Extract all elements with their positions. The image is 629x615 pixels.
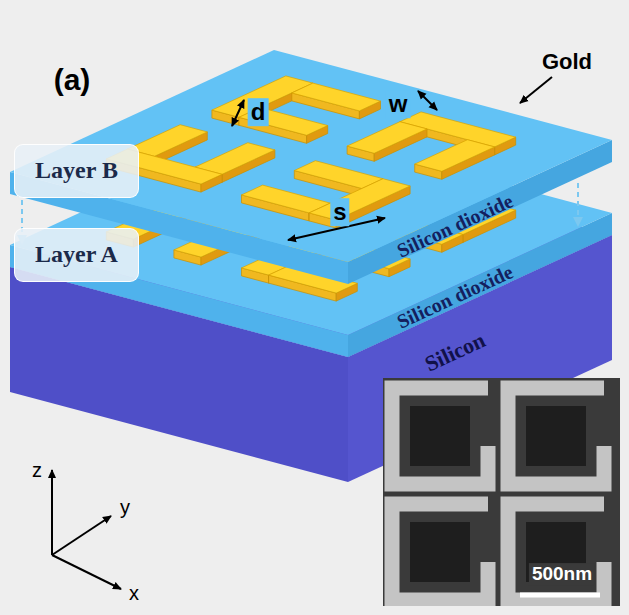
- gold-bar-top: [415, 140, 495, 172]
- dimension-label: d: [248, 98, 269, 126]
- gold-bar-top: [127, 125, 207, 157]
- scale-label: 500nm: [529, 563, 595, 585]
- sem-hole: [526, 406, 586, 466]
- sem-hole: [410, 406, 470, 466]
- axis-line: [52, 555, 121, 589]
- sem-rings: [392, 388, 604, 600]
- material-label: Gold: [542, 49, 592, 74]
- layer-tag: Layer B: [14, 144, 139, 198]
- gold-pattern: [106, 76, 515, 228]
- sem-ring: [392, 388, 488, 484]
- gold-bar-top: [242, 185, 331, 213]
- dimension-label: s: [330, 198, 349, 226]
- gold-bar: [415, 140, 495, 180]
- sem-inset: [383, 378, 620, 606]
- layer-tag: Layer A: [14, 228, 139, 282]
- sem-ring: [392, 504, 488, 600]
- oxide-slab: [10, 50, 612, 284]
- axis-label: x: [129, 582, 139, 605]
- layer-name: Layer B: [35, 157, 118, 185]
- dimension-label: w: [386, 90, 411, 118]
- gold-bar: [347, 122, 427, 162]
- axis-line: [51, 470, 53, 555]
- gold-bar-top: [347, 122, 427, 154]
- axis-label: y: [120, 496, 130, 519]
- scale-bar: [520, 593, 600, 598]
- gold-bar: [309, 179, 410, 228]
- layer-name: Layer A: [35, 241, 118, 269]
- sem-background: [383, 378, 620, 606]
- leader-arrow: [520, 77, 552, 103]
- axis-line: [52, 516, 111, 555]
- sem-ring: [508, 504, 604, 600]
- gold-bar-top: [294, 161, 383, 189]
- axes: [52, 470, 121, 589]
- panel-label: (a): [54, 63, 91, 98]
- dimension-arrow: [232, 100, 244, 126]
- axis-label: z: [32, 459, 42, 482]
- sem-ring: [508, 388, 604, 484]
- gold-bar-top: [195, 143, 275, 175]
- dimension-arrow: [418, 91, 437, 110]
- gold-bar-top: [309, 179, 410, 220]
- sem-hole: [410, 522, 470, 582]
- gold-bar: [292, 83, 381, 119]
- gold-bar-top: [292, 83, 381, 111]
- dashed-arrow: [577, 183, 579, 226]
